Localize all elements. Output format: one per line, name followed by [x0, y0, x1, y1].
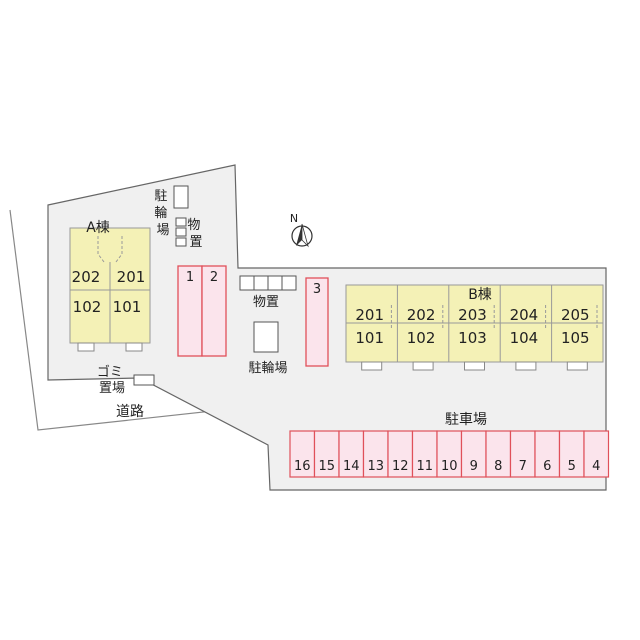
parking-space-14: [338, 430, 365, 478]
unit-b-lower: 105: [561, 329, 590, 347]
building-a-label: A棟: [86, 220, 110, 236]
parking-lot-label: 駐車場: [445, 411, 487, 428]
bike-shelter-center-label: 駐輪場: [248, 360, 287, 376]
parking-space-2: [201, 265, 227, 357]
parking-space-label: 8: [494, 459, 502, 474]
unit-b-upper: 204: [510, 306, 539, 324]
unit-b-lower: 104: [510, 329, 539, 347]
parking-space-6: [534, 430, 561, 478]
parking-space-3: 3: [305, 277, 329, 367]
garbage-area: ゴミ 置場: [97, 364, 155, 396]
unit-a-101: 101: [113, 298, 142, 316]
parking-space-label: 12: [392, 459, 409, 474]
bike-shelter-a-label: 駐 輪 場: [154, 189, 171, 238]
unit-b-lower: 103: [458, 329, 487, 347]
parking-space-label: 14: [343, 459, 360, 474]
unit-a-102: 102: [73, 298, 102, 316]
unit-b-upper: 201: [355, 306, 384, 324]
parking-space-12: [387, 430, 414, 478]
parking-space-label: 5: [568, 459, 576, 474]
garbage-area-label: ゴミ 置場: [97, 364, 127, 396]
parking-space-label: 16: [294, 459, 311, 474]
storage-center-label: 物置: [253, 295, 279, 310]
building-b-label: B棟: [468, 287, 492, 303]
unit-b-upper: 205: [561, 306, 590, 324]
parking-space-label: 10: [441, 459, 458, 474]
parking-space-3-label: 3: [313, 282, 321, 297]
unit-b-upper: 203: [458, 306, 487, 324]
parking-space-label: 2: [210, 270, 218, 285]
parking-space-8: [485, 430, 512, 478]
parking-space-label: 13: [367, 459, 384, 474]
parking-space-label: 6: [543, 459, 551, 474]
bike-shelter-center: 駐輪場: [248, 321, 288, 376]
unit-b-lower: 101: [355, 329, 384, 347]
north-compass: N: [290, 212, 313, 248]
parking-space-13: [362, 430, 389, 478]
parking-space-label: 9: [470, 459, 478, 474]
parking-space-15: [313, 430, 340, 478]
building-b: B棟 201 202 203 204 205 101 102 103 104 105: [345, 284, 604, 371]
unit-b-lower: 102: [407, 329, 436, 347]
road-edge-line: [9, 209, 269, 431]
bike-shelter-a: 駐 輪 場: [154, 185, 189, 238]
parking-spaces-row: 16 15 14 13 12 11 10 9 8 7 6 5 4: [289, 430, 610, 478]
building-a: A棟 202 201 102 101: [69, 220, 151, 352]
parking-space-7: [509, 430, 536, 478]
storage-a-label: 物 置: [187, 218, 204, 250]
parking-space-label: 15: [318, 459, 335, 474]
unit-b-upper: 202: [407, 306, 436, 324]
parking-space-label: 7: [519, 459, 527, 474]
parking-space-16: [289, 430, 316, 478]
parking-space-label: 4: [592, 459, 600, 474]
storage-a: 物 置: [175, 217, 204, 250]
parking-space-label: 11: [416, 459, 433, 474]
parking-space-label: 1: [186, 270, 194, 285]
parking-space-4: [583, 430, 610, 478]
road-label: 道路: [116, 404, 144, 420]
compass-north-label: N: [290, 212, 298, 225]
parking-space-10: [436, 430, 463, 478]
unit-a-201: 201: [117, 268, 146, 286]
unit-a-202: 202: [72, 268, 101, 286]
storage-center: 物置: [239, 275, 297, 310]
parking-space-1: [177, 265, 203, 357]
